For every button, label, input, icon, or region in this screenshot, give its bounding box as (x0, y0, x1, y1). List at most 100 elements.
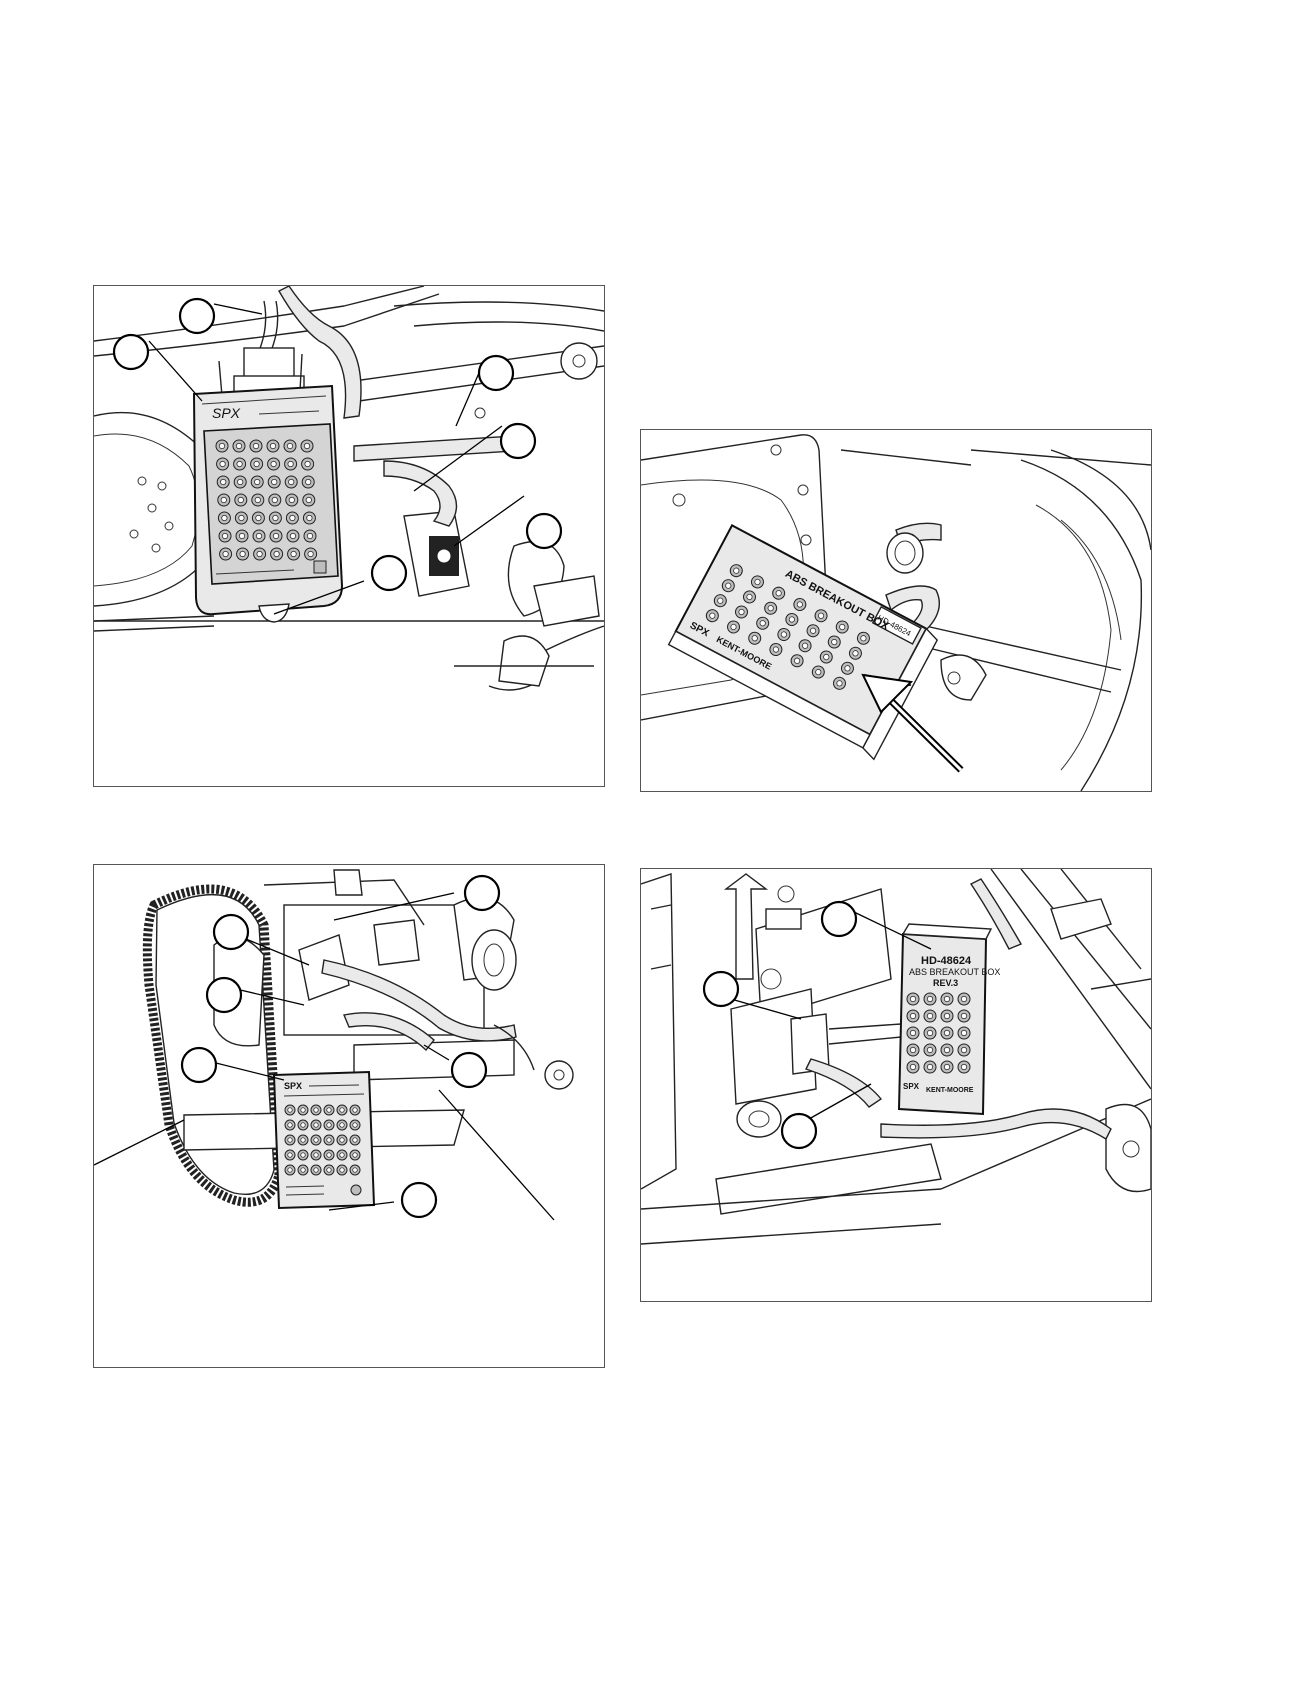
test-jack-socket (288, 478, 295, 486)
test-jack-socket (272, 532, 280, 540)
test-jack-socket (909, 1029, 917, 1037)
test-jack-socket (300, 1107, 306, 1113)
figure-4-illustration: HD-48624 ABS BREAKOUT BOX REV.3 SPX KENT… (641, 869, 1151, 1245)
test-jack-socket (287, 1167, 293, 1173)
test-jack-socket (780, 631, 787, 638)
test-jack-socket (238, 532, 246, 540)
figure-2-breakout-box-arrow: ABS BREAKOUT BOX HD-48624 SPX KENT-MOORE (640, 429, 1152, 792)
test-jack-socket (288, 496, 295, 504)
test-jack-socket (313, 1137, 319, 1143)
test-jack-socket (313, 1167, 319, 1173)
box-revision: REV.3 (933, 978, 958, 988)
test-jack-socket (238, 514, 245, 522)
figure-3-illustration: SPX (94, 869, 574, 1221)
test-jack-socket (772, 646, 780, 653)
callout-circle (212, 913, 250, 951)
test-jack-socket (960, 1063, 968, 1071)
test-jack-socket (256, 550, 263, 558)
test-jack-socket (303, 442, 311, 450)
test-jack-socket (313, 1122, 319, 1128)
test-jack-socket (793, 657, 801, 664)
callout-circle (180, 1046, 218, 1084)
test-jack-socket (269, 442, 277, 450)
callout-circle (178, 297, 216, 335)
test-jack-socket (339, 1167, 345, 1173)
test-jack-socket (909, 1063, 917, 1071)
test-jack-socket (823, 653, 830, 661)
test-jack-socket (313, 1152, 319, 1158)
jack-grid (284, 1104, 361, 1176)
test-jack-socket (943, 1046, 951, 1054)
test-jack-socket (943, 995, 951, 1003)
test-jack-socket (725, 582, 732, 589)
test-jack-socket (943, 1012, 951, 1020)
test-jack-socket (730, 623, 737, 631)
callout-circle (525, 512, 563, 550)
test-jack-socket (960, 995, 968, 1003)
box-brand-label: SPX (903, 1082, 920, 1091)
test-jack-socket (239, 550, 246, 558)
test-jack-socket (759, 620, 766, 627)
test-jack-socket (339, 1137, 345, 1143)
test-jack-socket (746, 593, 753, 601)
test-jack-socket (926, 1046, 934, 1054)
test-jack-socket (273, 550, 280, 558)
test-jack-socket (305, 496, 312, 504)
test-jack-socket (272, 514, 279, 522)
test-jack-socket (809, 627, 817, 634)
callout-circle (400, 1181, 438, 1219)
test-jack-socket (775, 590, 782, 597)
test-jack-socket (221, 532, 229, 540)
test-jack-socket (289, 532, 297, 540)
test-jack-socket (909, 995, 917, 1003)
test-jack-socket (237, 478, 244, 486)
test-jack-socket (352, 1107, 358, 1113)
box-brand-label: SPX (284, 1081, 302, 1091)
jack-grid (906, 992, 971, 1074)
box-label: ABS BREAKOUT BOX (909, 967, 1000, 977)
test-jack-socket (220, 478, 227, 486)
callout-circle (463, 874, 501, 912)
test-jack-socket (300, 1152, 306, 1158)
test-jack-socket (767, 605, 774, 612)
test-jack-socket (831, 638, 838, 646)
figure-1-breakout-box-installed: SPX (93, 285, 605, 787)
test-jack-socket (287, 1107, 293, 1113)
test-jack-socket (926, 1063, 934, 1071)
callout-circle (450, 1051, 488, 1089)
callout-circle (820, 900, 858, 938)
test-jack-socket (304, 460, 311, 468)
callout-circle (702, 970, 740, 1008)
test-jack-socket (252, 442, 260, 450)
test-jack-socket (306, 514, 313, 522)
test-jack-socket (219, 460, 226, 468)
pointer-arrow (861, 673, 964, 773)
test-jack-socket (287, 460, 294, 468)
callout-circle (780, 1112, 818, 1150)
test-jack-socket (306, 532, 314, 540)
test-jack-socket (815, 668, 822, 676)
test-jack-socket (796, 601, 803, 608)
test-jack-socket (339, 1122, 345, 1128)
test-jack-socket (271, 496, 278, 504)
test-jack-socket (860, 635, 867, 642)
test-jack-socket (844, 665, 851, 672)
test-jack-socket (926, 1029, 934, 1037)
test-jack-socket (254, 496, 261, 504)
test-jack-socket (801, 642, 809, 649)
test-jack-socket (339, 1107, 345, 1113)
test-jack-socket (290, 550, 297, 558)
test-jack-socket (289, 514, 296, 522)
test-jack-socket (339, 1152, 345, 1158)
test-jack-socket (326, 1152, 332, 1158)
test-jack-socket (788, 616, 795, 623)
test-jack-socket (836, 680, 843, 687)
test-jack-socket (909, 1012, 917, 1020)
test-jack-socket (255, 532, 263, 540)
callout-circle (499, 422, 537, 460)
box-maker-label: KENT-MOORE (926, 1087, 974, 1094)
test-jack-socket (300, 1167, 306, 1173)
test-jack-socket (926, 1012, 934, 1020)
callout-circle (370, 554, 408, 592)
test-jack-socket (909, 1046, 917, 1054)
